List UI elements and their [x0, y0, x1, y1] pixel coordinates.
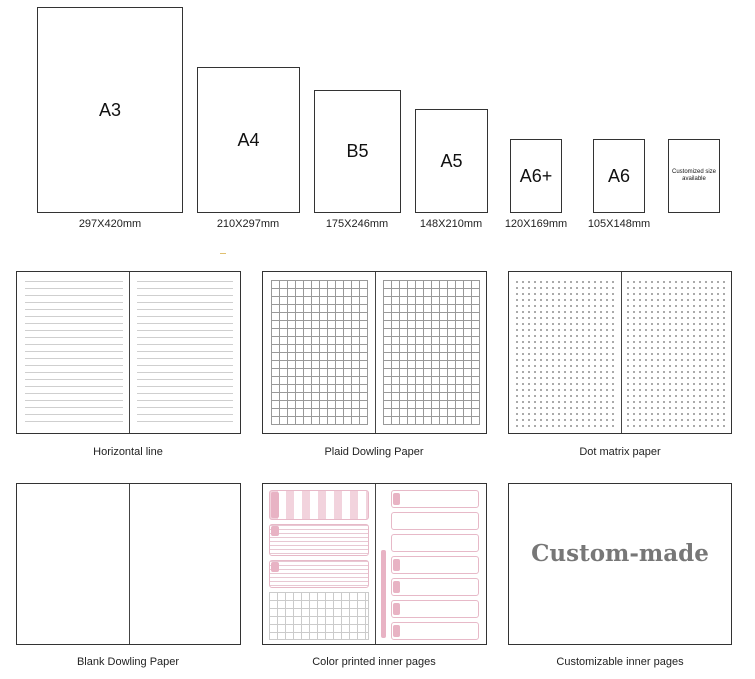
- pink-section: [269, 490, 369, 520]
- page-right: [625, 279, 728, 427]
- caption: Blank Dowling Paper: [76, 656, 180, 668]
- page-left: [514, 279, 618, 427]
- book-horizontal-line: [16, 271, 241, 434]
- pink-section: [269, 524, 369, 556]
- size-label: A4: [237, 129, 260, 150]
- book-custom: Custom-made: [508, 483, 732, 645]
- page-left: [271, 280, 368, 425]
- spine: [129, 272, 130, 433]
- accent-mark: [220, 253, 226, 254]
- size-b5: B5: [314, 90, 401, 213]
- custom-made-text: Custom-made: [531, 540, 709, 567]
- spine: [621, 272, 622, 433]
- book-plaid: [262, 271, 487, 434]
- size-dims: 210X297mm: [216, 218, 280, 230]
- pink-section: [269, 560, 369, 588]
- pink-tab: [393, 559, 400, 571]
- spine: [129, 484, 130, 644]
- caption: Customizable inner pages: [556, 656, 684, 668]
- page-right: [383, 280, 480, 425]
- caption: Plaid Dowling Paper: [324, 446, 424, 458]
- pink-row: [391, 622, 479, 640]
- pink-side-bar: [381, 550, 386, 638]
- pink-grid: [269, 592, 369, 640]
- pink-tab: [393, 603, 400, 615]
- size-label: B5: [346, 141, 369, 161]
- size-dims: 297X420mm: [78, 218, 142, 230]
- pink-tab: [393, 581, 400, 593]
- pink-row: [391, 578, 479, 596]
- caption: Color printed inner pages: [312, 656, 436, 668]
- pink-tab: [393, 493, 400, 505]
- pink-row: [391, 556, 479, 574]
- size-customized: Customized size available: [668, 139, 720, 213]
- pink-tab: [271, 492, 279, 518]
- pink-row: [391, 490, 479, 508]
- size-dims: 175X246mm: [325, 218, 389, 230]
- size-dims: 120X169mm: [504, 218, 568, 230]
- size-dims: 148X210mm: [419, 218, 483, 230]
- page-left: [25, 281, 123, 424]
- spine: [375, 272, 376, 433]
- size-label: A6: [607, 165, 631, 186]
- page-right: [137, 281, 233, 424]
- size-a6: A6: [593, 139, 645, 213]
- pink-tab: [393, 625, 400, 637]
- book-dot-matrix: [508, 271, 732, 434]
- book-blank: [16, 483, 241, 645]
- size-a4: A4: [197, 67, 300, 213]
- pink-row: [391, 600, 479, 618]
- size-a6plus: A6+: [510, 139, 562, 213]
- spine: [375, 484, 376, 644]
- size-label: Customized size available: [671, 169, 716, 182]
- pink-tab: [271, 526, 279, 536]
- size-a3: A3: [37, 7, 183, 213]
- size-dims: 105X148mm: [587, 218, 651, 230]
- size-label: A5: [440, 150, 463, 171]
- caption: Horizontal line: [93, 446, 163, 458]
- size-a5: A5: [415, 109, 488, 213]
- size-label: A3: [98, 99, 122, 120]
- caption: Dot matrix paper: [579, 446, 661, 458]
- book-color-printed: [262, 483, 487, 645]
- pink-row: [391, 512, 479, 530]
- size-label: A6+: [519, 165, 553, 186]
- pink-tab: [271, 562, 279, 572]
- pink-row: [391, 534, 479, 552]
